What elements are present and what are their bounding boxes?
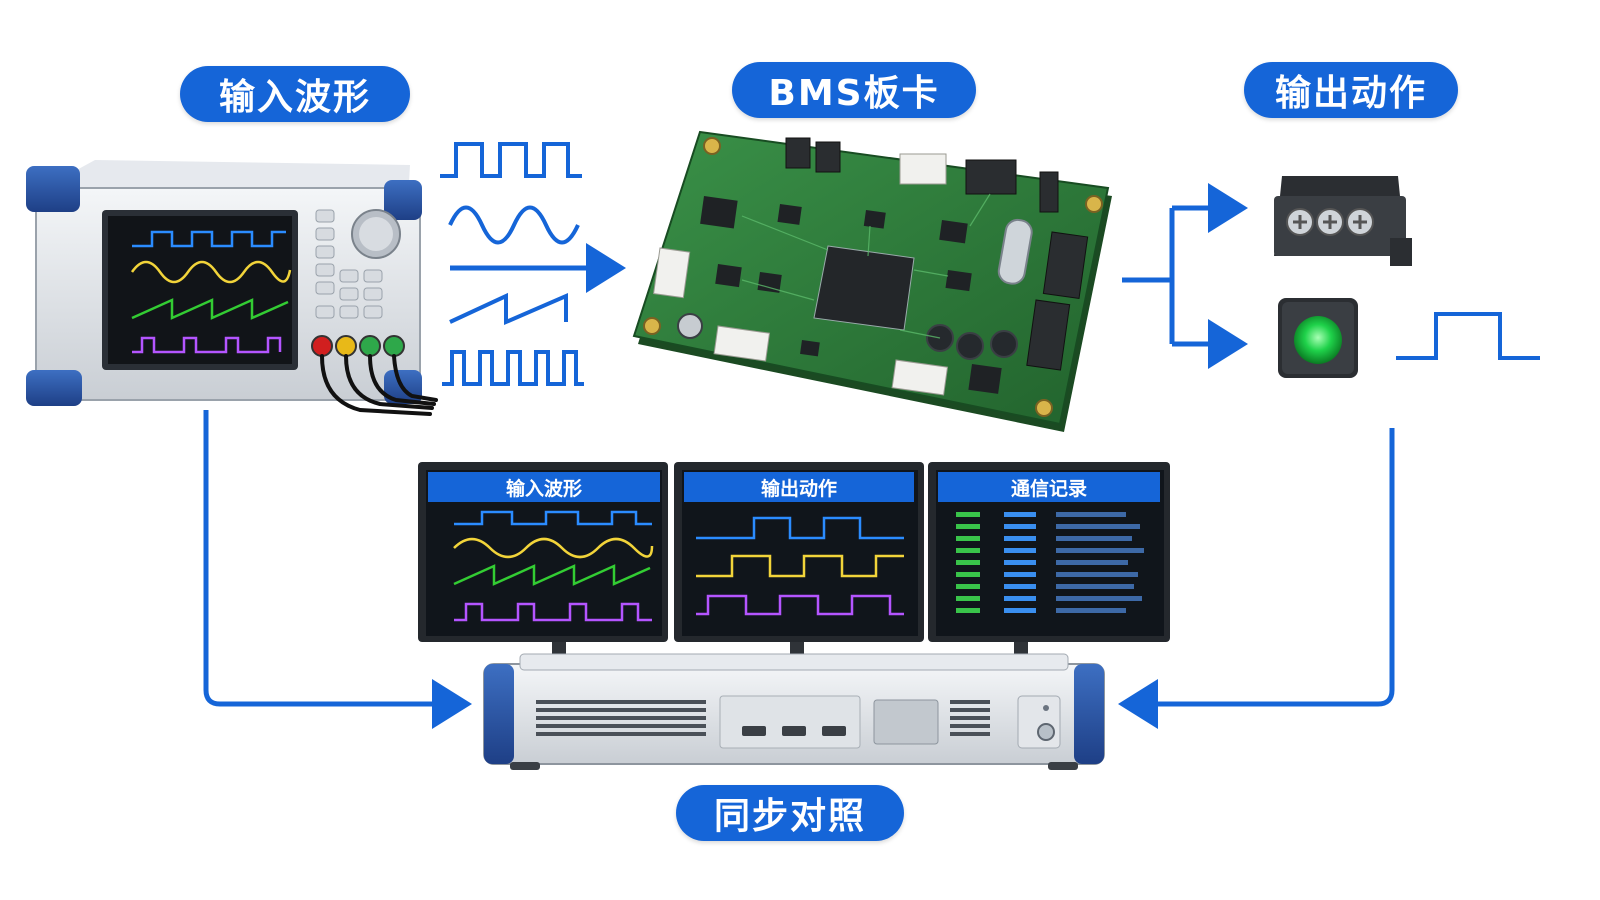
server-chassis-icon [483,653,1105,770]
input-waveforms [440,142,584,386]
label-sync-compare: 同步对照 [676,785,904,841]
mon1-wave-square [454,510,652,526]
power-button-icon [1037,723,1055,741]
left-sync-arrow [203,410,472,729]
mon1-wave-saw [453,564,651,586]
monitor-title-comm: 通信记录 [938,472,1160,502]
right-sync-arrow [1118,428,1395,729]
mon2-wave-blue [696,516,904,540]
communication-log-rows [956,512,1144,613]
terminal-block-icon [1274,176,1412,266]
gen-wave-pulse [132,336,282,354]
gen-wave-square [132,230,286,248]
square-wave-icon [440,142,582,178]
sawtooth-wave-icon [449,292,568,326]
gen-wave-saw [131,298,289,320]
label-input-waveform: 输入波形 [180,66,410,122]
monitor-title-input: 输入波形 [428,472,660,502]
mon2-wave-purple [696,594,904,616]
label-bms-board: BMS板卡 [732,62,976,118]
indicator-light-icon [1278,298,1358,378]
label-output-action: 输出动作 [1244,62,1458,118]
signal-generator-icon [26,160,438,416]
mon1-wave-pulse [454,602,652,622]
monitor-title-output: 输出动作 [684,472,914,502]
mon2-wave-yellow [696,554,904,578]
output-step-wave [1396,312,1540,360]
mon1-wave-sine [453,537,654,559]
pcb-board-icon [632,130,1112,432]
green-led [1294,316,1342,364]
output-branch-arrows [1122,183,1248,369]
gen-wave-sine [130,260,292,284]
sine-wave-icon [448,205,580,245]
pulse-wave-icon [442,350,584,386]
